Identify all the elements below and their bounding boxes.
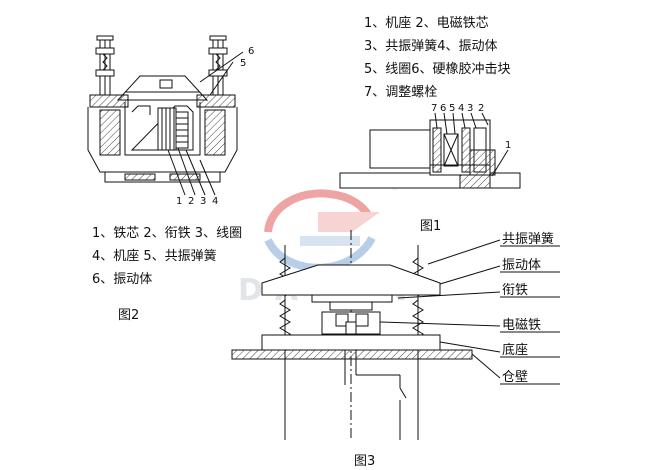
legend1-line-3: 5、线圈6、硬橡胶冲击块 — [364, 62, 511, 77]
callout-resonance-spring: 共振弹簧 — [502, 232, 555, 247]
legend2-line-3: 6、振动体 — [92, 272, 153, 287]
figure-3-drawing — [231, 230, 560, 440]
fig2-num-1: 1 — [176, 196, 182, 207]
fig1-num-4: 4 — [458, 103, 464, 114]
fig1-num-3: 3 — [467, 103, 473, 114]
fig2-num-4: 4 — [212, 196, 218, 207]
right-bolt — [208, 35, 228, 95]
figure-3-label: 图3 — [354, 454, 376, 469]
fig1-num-2: 2 — [478, 103, 484, 114]
figure-1-numbers: 7 6 5 4 3 2 1 — [431, 103, 511, 151]
legend1-line-4: 7、调整螺栓 — [364, 85, 438, 100]
fig1-num-6: 6 — [440, 103, 446, 114]
callout-electromagnet: 电磁铁 — [502, 318, 542, 333]
legend1-line-2: 3、共振弹簧4、振动体 — [364, 39, 498, 54]
figure-2-drawing — [87, 35, 244, 196]
callout-vibrating-body: 振动体 — [502, 258, 542, 273]
fig1-num-5: 5 — [449, 103, 455, 114]
fig2-num-6: 6 — [248, 46, 254, 57]
callout-base: 底座 — [502, 343, 529, 358]
figure-1-drawing — [339, 112, 521, 189]
figure-1-label: 图1 — [420, 219, 442, 234]
legend-figure-2: 1、铁芯 2、衔铁 3、线圈 4、机座 5、共振弹簧 6、振动体 — [92, 222, 242, 291]
figure-2-numbers: 1 2 3 4 5 6 — [176, 46, 254, 207]
legend1-line-1: 1、机座 2、电磁铁芯 — [364, 16, 489, 31]
figure-2-label: 图2 — [118, 308, 140, 323]
callout-bin-wall: 仓壁 — [502, 370, 529, 385]
fig1-num-1: 1 — [505, 140, 511, 151]
callout-armature: 衔铁 — [502, 283, 529, 298]
legend2-line-2: 4、机座 5、共振弹簧 — [92, 249, 217, 264]
legend-figure-1: 1、机座 2、电磁铁芯 3、共振弹簧4、振动体 5、线圈6、硬橡胶冲击块 7、调… — [364, 12, 511, 104]
fig1-num-7: 7 — [431, 103, 437, 114]
fig2-num-3: 3 — [200, 196, 206, 207]
legend2-line-1: 1、铁芯 2、衔铁 3、线圈 — [92, 226, 243, 241]
fig2-num-2: 2 — [188, 196, 194, 207]
left-bolt — [95, 35, 115, 95]
fig2-num-5: 5 — [240, 58, 246, 69]
